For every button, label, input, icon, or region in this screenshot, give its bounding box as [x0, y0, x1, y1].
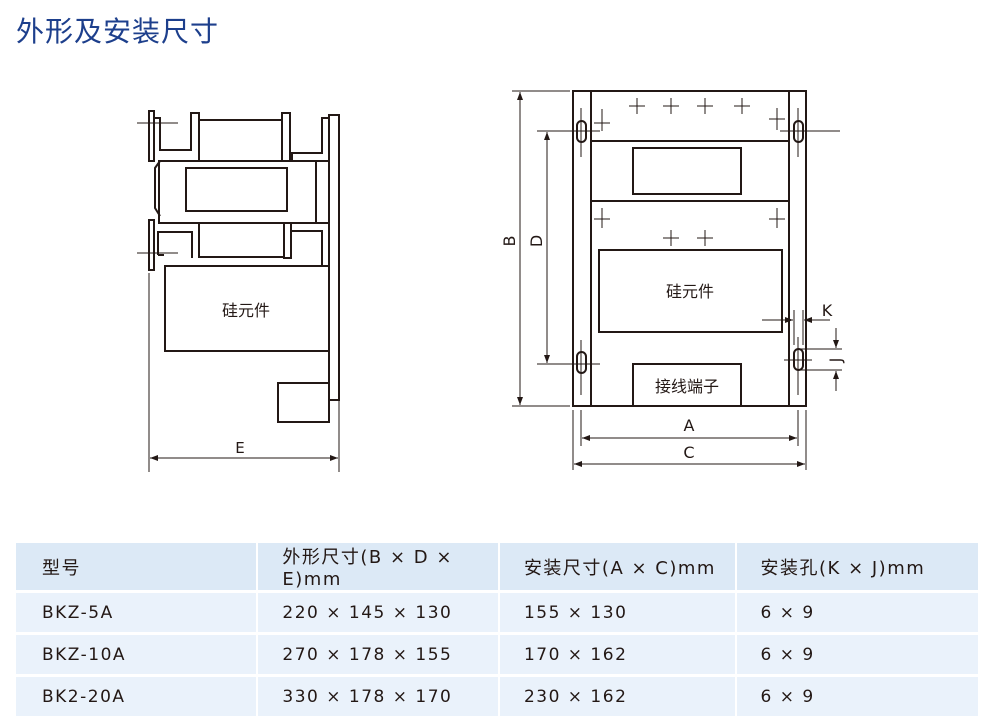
header-mount-hole: 安装孔(K × J)mm [736, 543, 978, 590]
side-view-centerlines [137, 122, 340, 472]
cell-mount-hole: 6 × 9 [736, 593, 978, 632]
cell-outline-size: 270 × 178 × 155 [258, 635, 498, 674]
dimension-d-label: D [527, 235, 546, 247]
dimension-c-label: C [683, 443, 694, 462]
front-view-marks [512, 90, 842, 470]
cell-model: BK2-20A [16, 677, 257, 716]
cell-mount-size: 230 × 162 [499, 677, 735, 716]
terminal-label: 接线端子 [655, 377, 719, 396]
table-row: BKZ-10A 270 × 178 × 155 170 × 162 6 × 9 [16, 635, 978, 674]
cell-outline-size: 220 × 145 × 130 [258, 593, 498, 632]
front-silicon-label: 硅元件 [666, 282, 714, 301]
side-view [148, 110, 340, 423]
dimension-a-label: A [684, 416, 695, 435]
header-mount-size: 安装尺寸(A × C)mm [499, 543, 735, 590]
front-view [572, 90, 807, 407]
cell-outline-size: 330 × 178 × 170 [258, 677, 498, 716]
dimension-e-label: E [235, 439, 244, 457]
side-silicon-label: 硅元件 [222, 301, 270, 320]
page-title: 外形及安装尺寸 [16, 15, 220, 48]
cell-mount-hole: 6 × 9 [736, 677, 978, 716]
cell-model: BKZ-5A [16, 593, 257, 632]
cell-mount-size: 170 × 162 [499, 635, 735, 674]
spec-table: 型号 外形尺寸(B × D × E)mm 安装尺寸(A × C)mm 安装孔(K… [14, 540, 980, 719]
dimension-j-label: J [826, 358, 845, 364]
table-row: BK2-20A 330 × 178 × 170 230 × 162 6 × 9 [16, 677, 978, 716]
dimension-b-label: B [500, 236, 519, 247]
table-row: BKZ-5A 220 × 145 × 130 155 × 130 6 × 9 [16, 593, 978, 632]
table-header-row: 型号 外形尺寸(B × D × E)mm 安装尺寸(A × C)mm 安装孔(K… [16, 543, 978, 590]
cell-mount-size: 155 × 130 [499, 593, 735, 632]
dimension-drawing: 硅元件 E [137, 90, 845, 472]
cell-model: BKZ-10A [16, 635, 257, 674]
cell-mount-hole: 6 × 9 [736, 635, 978, 674]
dimension-k-label: K [822, 301, 833, 320]
header-outline-size: 外形尺寸(B × D × E)mm [258, 543, 498, 590]
header-model: 型号 [16, 543, 257, 590]
